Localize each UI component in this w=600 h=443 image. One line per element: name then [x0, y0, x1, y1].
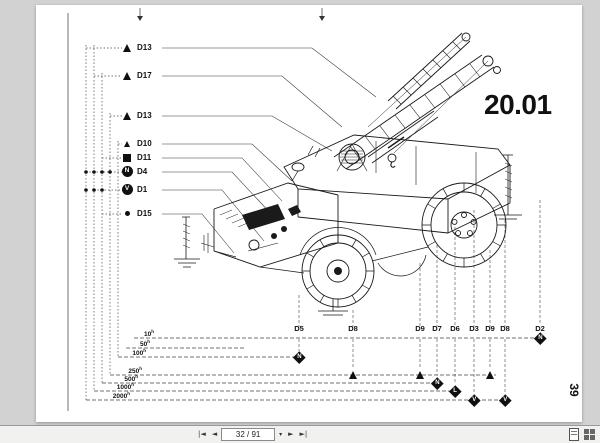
triangle-symbol-icon	[121, 111, 133, 120]
circle-n-symbol-icon: N	[121, 166, 133, 177]
diamond-n-symbol-icon: N	[533, 331, 547, 345]
registration-mark-icons	[137, 16, 325, 21]
deck	[283, 134, 511, 234]
callout-label: D9	[415, 324, 425, 333]
triangle-small-symbol-icon	[121, 140, 133, 147]
section-number: 20.01	[484, 89, 552, 120]
page-number-input[interactable]	[221, 428, 276, 441]
callout-label: D13	[137, 42, 152, 52]
callout-label: D11	[137, 152, 152, 162]
left-callout: D15	[121, 208, 152, 219]
chassis	[213, 246, 429, 274]
left-callout: D13	[121, 110, 152, 121]
interval-label: 2000h	[112, 391, 130, 401]
interval-label: 250h	[128, 366, 142, 376]
diamond-l-symbol-icon: L	[448, 384, 462, 398]
interval-grid	[85, 45, 546, 401]
single-page-view-icon[interactable]	[569, 428, 579, 441]
callout-label: D7	[432, 324, 442, 333]
callout-label: D4	[137, 166, 148, 176]
rear-wheel	[299, 227, 377, 308]
callout-label: D9	[485, 324, 495, 333]
triangle-symbol-icon	[121, 43, 133, 52]
circle-v-symbol-icon: V	[121, 184, 133, 195]
callout-label: D2	[535, 324, 545, 333]
diamond-v-symbol-icon: V	[467, 393, 481, 407]
page-select-dropdown[interactable]: ▾	[277, 428, 284, 441]
callout-label: D15	[137, 208, 152, 218]
first-page-button[interactable]: |◄	[196, 428, 208, 441]
diamond-n-symbol-icon: N	[430, 376, 444, 390]
next-page-button[interactable]: ►	[286, 428, 295, 441]
pdf-toolbar: |◄ ◄ ▾ ► ►|	[0, 425, 600, 443]
callout-label: D5	[294, 324, 304, 333]
left-callout: V D1	[121, 184, 147, 195]
left-callout: D11	[121, 152, 151, 163]
callout-label: D17	[137, 70, 152, 80]
leader-lines	[162, 47, 541, 393]
boom	[333, 32, 501, 170]
interval-label: 500h	[124, 374, 138, 384]
prev-page-button[interactable]: ◄	[210, 428, 219, 441]
front-wheel	[421, 182, 507, 268]
thumbnail-view-icon[interactable]	[584, 429, 595, 440]
left-callout: D17	[121, 70, 152, 81]
callout-label: D10	[137, 138, 152, 148]
triangle-symbol-icon	[484, 369, 496, 381]
diamond-v-symbol-icon: V	[498, 393, 512, 407]
callout-label: D6	[450, 324, 460, 333]
last-page-button[interactable]: ►|	[298, 428, 310, 441]
triangle-symbol-icon	[347, 369, 359, 381]
document-page: 20.01 39 D13 D17 D13 D10 D11 N D4 V D1 D…	[36, 5, 582, 422]
diamond-n-symbol-icon: N	[292, 350, 306, 364]
callout-label: D13	[137, 110, 152, 120]
dot-symbol-icon	[121, 211, 133, 216]
frame-lines	[67, 8, 323, 411]
crane-drawing	[174, 32, 522, 316]
grease-point-dot-icons	[84, 170, 112, 192]
interval-label: 10h	[144, 329, 154, 339]
far-wheel-arc	[377, 254, 427, 277]
left-callout: D10	[121, 138, 152, 149]
interval-label: 50h	[140, 339, 150, 349]
interval-label: 1000h	[116, 382, 134, 392]
callout-label: D3	[469, 324, 479, 333]
page-navigation: |◄ ◄ ▾ ► ►|	[196, 426, 309, 443]
callout-label: D1	[137, 184, 148, 194]
page-number: 39	[567, 383, 581, 397]
engine	[200, 182, 339, 268]
left-callout: D13	[121, 42, 152, 53]
triangle-symbol-icon	[414, 369, 426, 381]
callout-label: D8	[500, 324, 510, 333]
outriggers	[174, 154, 522, 316]
technical-drawing	[67, 8, 546, 411]
triangle-symbol-icon	[121, 71, 133, 80]
view-controls	[569, 426, 595, 443]
interval-label: 100h	[132, 348, 146, 358]
square-symbol-icon	[121, 153, 133, 162]
left-callout: N D4	[121, 166, 147, 177]
callout-label: D8	[348, 324, 358, 333]
